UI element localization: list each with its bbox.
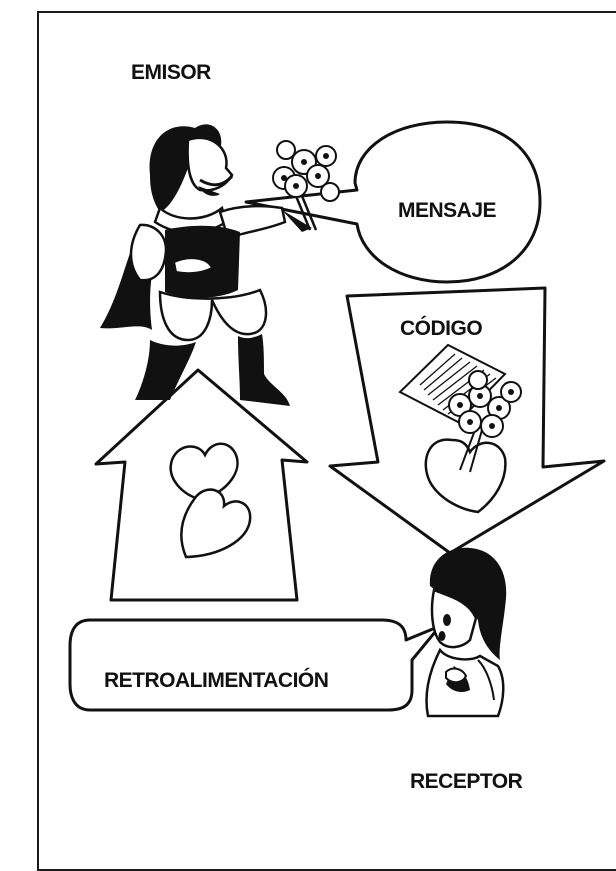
flowers-icon (272, 140, 340, 232)
retroalimentacion-label: RETROALIMENTACIÓN (104, 669, 329, 692)
emisor-man-illustration (100, 124, 290, 406)
emisor-label: EMISOR (131, 61, 211, 84)
heart-icon (169, 442, 239, 502)
receptor-woman-illustration (425, 547, 507, 718)
communication-diagram (68, 120, 606, 718)
codigo-label: CÓDIGO (400, 317, 483, 340)
bouquet-icon (424, 370, 522, 514)
retroalimentacion-bubble (68, 618, 442, 712)
heart-icon (180, 488, 252, 559)
mensaje-label: MENSAJE (398, 199, 497, 222)
receptor-label: RECEPTOR (410, 770, 523, 793)
mensaje-bubble (244, 120, 542, 284)
